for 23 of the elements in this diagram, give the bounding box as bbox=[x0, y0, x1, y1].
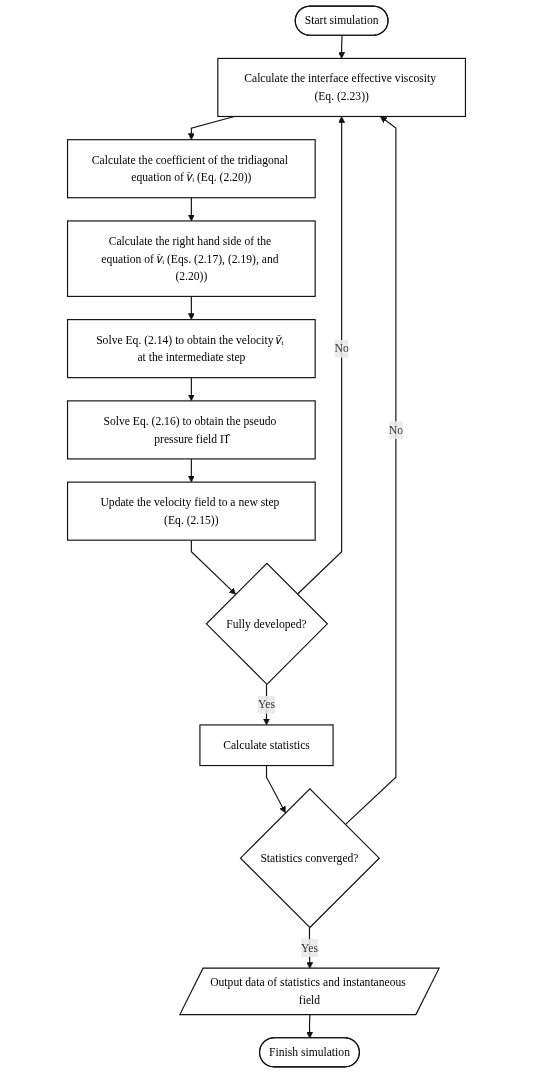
arrow bbox=[265, 764, 286, 814]
node-box: Calculate the interface effective viscosity (Eq. (2.23)) bbox=[217, 57, 467, 118]
node-box: Solve Eq. (2.14) to obtain the velocity 𝑣̂ᵢ at the intermediate step bbox=[66, 319, 316, 379]
edge-label: No bbox=[334, 342, 349, 355]
arrow bbox=[187, 197, 195, 222]
arrow bbox=[296, 116, 346, 595]
arrow bbox=[190, 539, 236, 595]
node-box: Calculate statistics bbox=[199, 724, 334, 767]
edge-label: No bbox=[388, 423, 403, 436]
node-box: Solve Eq. (2.16) to obtain the pseudo pressure field Π̂ bbox=[66, 400, 316, 460]
node-box: Update the velocity field to a new step (Eq. (2.15)) bbox=[66, 481, 316, 541]
edge-label: Yes bbox=[258, 698, 275, 711]
arrow bbox=[187, 295, 195, 320]
node-diamond: Statistics converged? bbox=[239, 787, 381, 929]
arrow bbox=[344, 116, 397, 826]
node-diamond: Fully developed? bbox=[205, 562, 329, 686]
arrow bbox=[306, 1014, 314, 1039]
arrow bbox=[187, 458, 195, 483]
edge-label: Yes bbox=[301, 941, 318, 954]
node-box: Calculate the right hand side of the equation of 𝑣̂ᵢ (Eqs. (2.17), (2.19), and (2.20)) bbox=[66, 220, 316, 297]
node-box: Calculate the coefficient of the tridiagonal equation of 𝑣̂ᵢ (Eq. (2.20)) bbox=[66, 139, 316, 199]
arrow bbox=[338, 35, 346, 59]
arrow bbox=[187, 377, 195, 402]
